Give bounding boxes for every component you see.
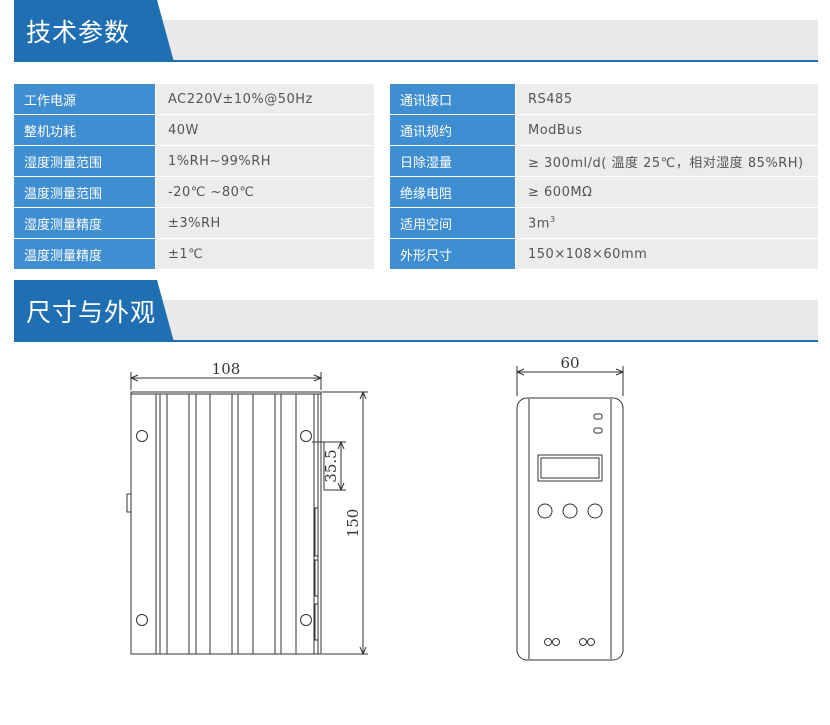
header-rule [14, 340, 818, 342]
spec-key: 绝缘电阻 [390, 177, 516, 208]
table-row: 湿度测量精度±3%RH [14, 208, 374, 239]
header-tab: 尺寸与外观 [14, 280, 174, 342]
spec-key: 外形尺寸 [390, 239, 516, 270]
spec-value: AC220V±10%@50Hz [156, 84, 374, 115]
superscript: 3 [549, 214, 556, 224]
spec-key: 通讯接口 [390, 84, 516, 115]
table-row: 温度测量精度±1℃ [14, 239, 374, 270]
spec-value: ±3%RH [156, 208, 374, 239]
width-dimension-label: 108 [212, 360, 241, 378]
spec-value: ModBus [516, 115, 818, 146]
spec-key: 湿度测量范围 [14, 146, 156, 177]
spec-value: 40W [156, 115, 374, 146]
spec-key: 温度测量范围 [14, 177, 156, 208]
table-row: 日除湿量≥ 300ml/d( 温度 25℃，相对湿度 85%RH) [390, 146, 818, 177]
spec-key: 工作电源 [14, 84, 156, 115]
inner-dimension-label: 35.5 [322, 449, 340, 482]
spec-value: 1%RH~99%RH [156, 146, 374, 177]
spec-value-text: 3m [528, 216, 550, 232]
table-row: 温度测量范围-20℃ ~80℃ [14, 177, 374, 208]
spec-value: ≥ 600MΩ [516, 177, 818, 208]
header-tab: 技术参数 [14, 0, 174, 62]
header-rule [14, 60, 818, 62]
spec-value: 3m3 [516, 208, 818, 239]
section-title: 尺寸与外观 [26, 298, 157, 327]
spec-value: RS485 [516, 84, 818, 115]
spec-value: ±1℃ [156, 239, 374, 270]
spec-value: -20℃ ~80℃ [156, 177, 374, 208]
spec-key: 通讯规约 [390, 115, 516, 146]
spec-key: 适用空间 [390, 208, 516, 239]
front-view-drawing [126, 372, 368, 656]
depth-dimension-label: 60 [560, 354, 579, 372]
spec-key: 湿度测量精度 [14, 208, 156, 239]
spec-value: ≥ 300ml/d( 温度 25℃，相对湿度 85%RH) [516, 146, 818, 177]
spec-value: 150×108×60mm [516, 239, 818, 270]
height-dimension-label: 150 [344, 509, 362, 538]
section-title: 技术参数 [26, 18, 131, 47]
spec-key: 整机功耗 [14, 115, 156, 146]
section-header-tech-params: 技术参数 [14, 0, 818, 62]
section-header-dimensions: 尺寸与外观 [14, 280, 818, 342]
spec-key: 日除湿量 [390, 146, 516, 177]
table-row: 绝缘电阻≥ 600MΩ [390, 177, 818, 208]
side-view-drawing [515, 366, 625, 661]
spec-key: 温度测量精度 [14, 239, 156, 270]
